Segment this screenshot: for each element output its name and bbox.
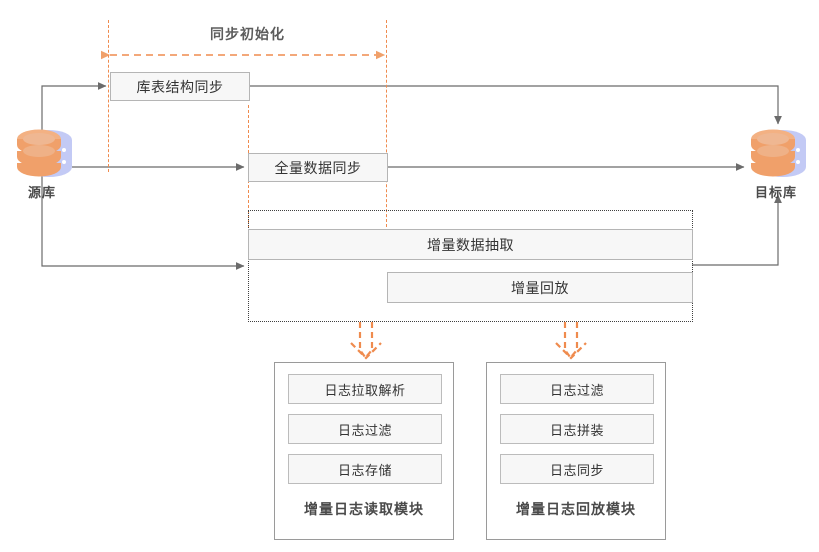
module-log-read-item-0-label: 日志拉取解析 [324, 382, 406, 398]
arrow-to-read-module [350, 322, 382, 360]
module-log-replay-item-1-label: 日志拼装 [549, 422, 604, 438]
target-database-label: 目标库 [754, 185, 797, 200]
target-database-icon [751, 129, 806, 177]
module-log-replay-item-0-label: 日志过滤 [549, 382, 604, 398]
step-schema-sync[interactable]: 库表结构同步 [110, 72, 250, 101]
step-incremental-replay-label: 增量回放 [511, 279, 569, 296]
step-incremental-replay[interactable]: 增量回放 [387, 272, 693, 303]
edge-source-to-schema [41, 82, 107, 150]
edge-source-to-incremental [41, 168, 245, 270]
edge-incremental-to-target [692, 194, 782, 266]
module-log-replay: 日志过滤 日志拼装 日志同步 增量日志回放模块 [486, 362, 666, 540]
module-log-replay-item-2-label: 日志同步 [549, 462, 604, 478]
step-schema-sync-label: 库表结构同步 [136, 78, 224, 95]
step-incremental-extract[interactable]: 增量数据抽取 [248, 229, 693, 260]
source-database-icon [17, 129, 72, 177]
module-log-replay-caption: 增量日志回放模块 [516, 501, 636, 517]
module-log-read-caption: 增量日志读取模块 [304, 501, 424, 517]
step-full-data-sync[interactable]: 全量数据同步 [248, 153, 388, 182]
module-log-read-item-1[interactable]: 日志过滤 [288, 414, 442, 444]
arrow-to-replay-module [555, 322, 587, 360]
guide-line-left [108, 20, 109, 172]
sync-init-label: 同步初始化 [210, 26, 285, 42]
step-incremental-extract-label: 增量数据抽取 [427, 236, 514, 253]
source-database-label: 源库 [27, 185, 56, 200]
module-log-read-item-0[interactable]: 日志拉取解析 [288, 374, 442, 404]
edge-schema-to-target [249, 85, 782, 125]
module-log-read: 日志拉取解析 日志过滤 日志存储 增量日志读取模块 [274, 362, 454, 540]
incremental-group-container [248, 210, 693, 322]
module-log-read-item-2-label: 日志存储 [337, 462, 392, 478]
guide-line-right [386, 20, 387, 232]
step-full-data-sync-label: 全量数据同步 [274, 159, 362, 176]
module-log-replay-item-0[interactable]: 日志过滤 [500, 374, 654, 404]
module-log-read-item-2[interactable]: 日志存储 [288, 454, 442, 484]
module-log-replay-item-1[interactable]: 日志拼装 [500, 414, 654, 444]
module-log-read-item-1-label: 日志过滤 [337, 422, 392, 438]
module-log-replay-item-2[interactable]: 日志同步 [500, 454, 654, 484]
